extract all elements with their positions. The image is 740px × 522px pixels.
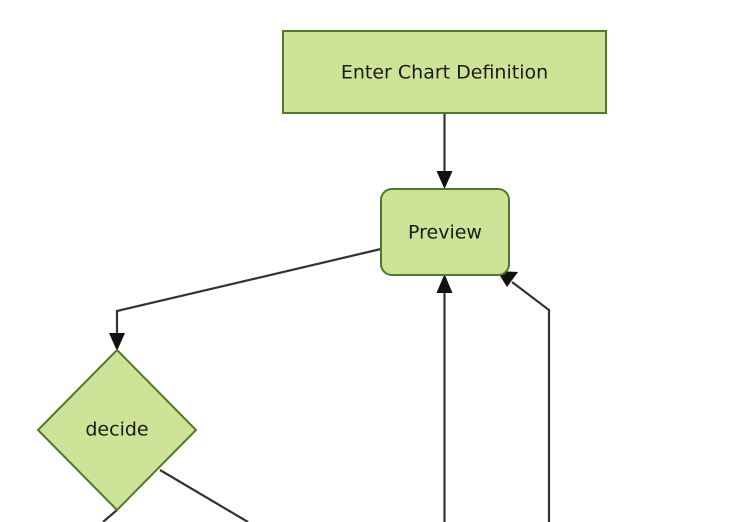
node-label-enter: Enter Chart Definition	[341, 62, 548, 84]
node-decide[interactable]: decide	[36, 348, 198, 512]
arrow-head-icon	[109, 333, 125, 351]
edge-enter-to-preview	[436, 113, 453, 189]
edge-decide-bottom-out	[102, 509, 118, 522]
edge-bottom-center-to-preview	[436, 274, 453, 522]
edge-line	[511, 281, 551, 522]
edge-line	[159, 469, 249, 522]
edge-line	[102, 509, 118, 522]
node-layer: Enter Chart Definition Preview decide	[36, 30, 607, 512]
arrow-head-icon	[436, 171, 453, 189]
node-label-preview: Preview	[408, 222, 482, 244]
edge-decide-right-out	[159, 469, 249, 522]
edge-preview-to-decide	[109, 247, 382, 351]
node-shape-rectangle[interactable]	[282, 30, 607, 114]
arrow-head-icon	[436, 274, 453, 293]
edge-layer	[102, 113, 551, 522]
node-label-decide: decide	[85, 419, 148, 441]
node-enter-chart-definition[interactable]: Enter Chart Definition	[282, 30, 607, 114]
edge-bottom-right-to-preview	[497, 271, 551, 522]
node-shape-diamond[interactable]	[36, 348, 198, 512]
edge-line	[115, 247, 382, 338]
node-shape-rounded-rectangle[interactable]	[380, 188, 510, 276]
node-preview[interactable]: Preview	[380, 188, 510, 276]
